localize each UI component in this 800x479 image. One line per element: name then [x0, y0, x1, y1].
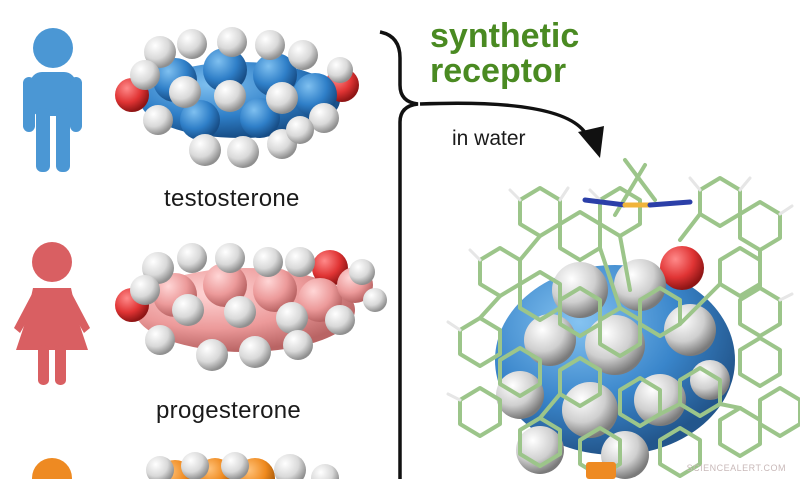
curved-arrow — [419, 101, 590, 139]
female-figure-icon — [14, 242, 90, 385]
testosterone-model — [115, 27, 359, 168]
progesterone-model — [115, 243, 387, 371]
title-receptor: receptor — [430, 52, 567, 90]
bracket-line — [379, 30, 419, 479]
third-steroid-model — [146, 452, 339, 479]
orange-fragment — [586, 462, 616, 479]
arrow-head-icon — [578, 126, 604, 158]
hydrogen-stubs — [446, 176, 794, 402]
watermark: SCIENCEALERT.COM — [686, 463, 786, 473]
male-figure-icon — [23, 28, 82, 172]
molecule-label-progesterone: progesterone — [156, 397, 302, 424]
cage-struts — [478, 158, 762, 420]
third-figure-icon — [32, 458, 72, 479]
in-water-label: in water — [452, 127, 526, 150]
linker — [582, 197, 693, 208]
molecule-label-testosterone: testosterone — [164, 185, 300, 212]
title-synthetic: synthetic — [430, 17, 580, 55]
